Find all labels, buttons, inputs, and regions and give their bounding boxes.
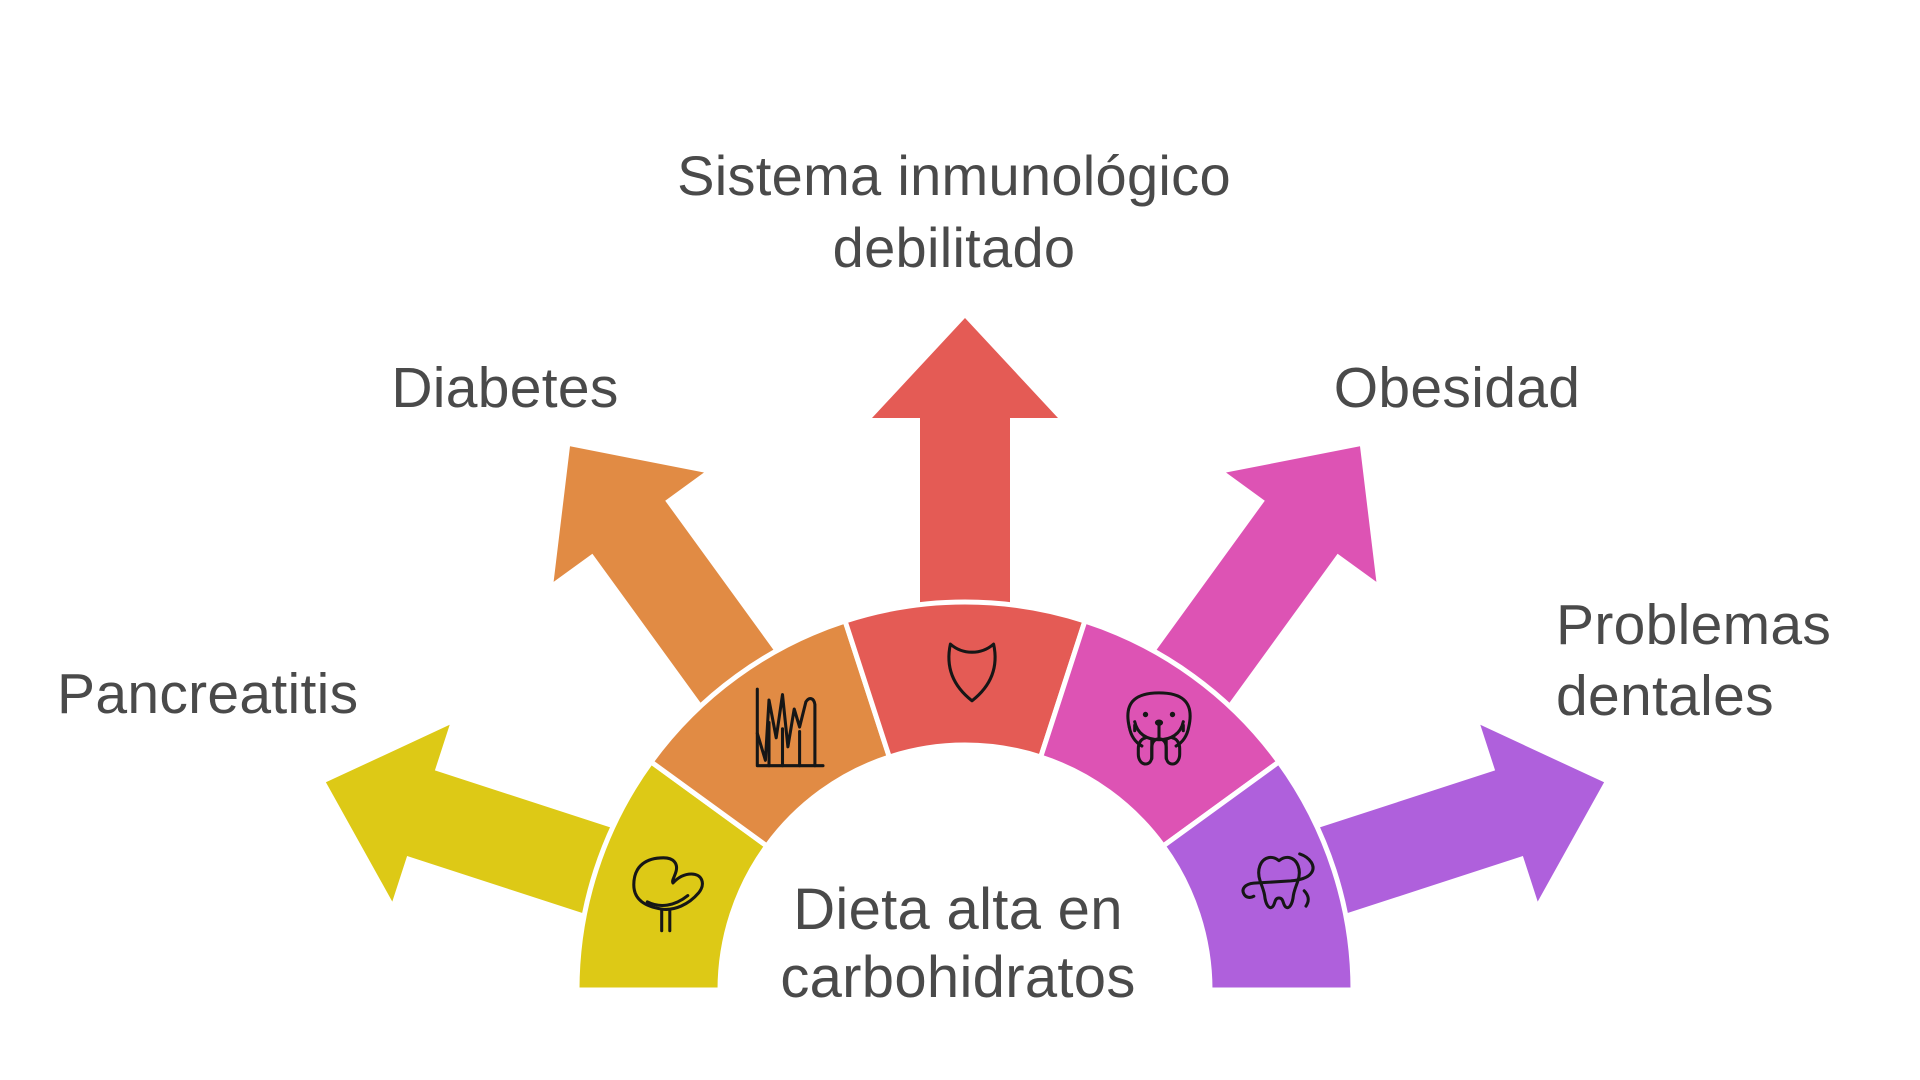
- shield-icon: [947, 642, 997, 703]
- immune-system-arrow: [872, 318, 1058, 610]
- tooth-icon: [1241, 852, 1315, 910]
- liver-icon: [632, 856, 704, 933]
- center-title: Dieta alta en carbohidratos: [780, 877, 1136, 1011]
- dental-problems-arrow: [1312, 724, 1605, 916]
- immune-system-label: Sistema inmunológico debilitado: [677, 144, 1231, 279]
- dental-problems-label: Problemas dentales: [1556, 593, 1832, 729]
- diabetes-arrow: [553, 446, 778, 710]
- pancreatitis-label: Pancreatitis: [57, 662, 359, 726]
- glucose-spike-chart-icon: [755, 687, 825, 768]
- pancreatitis-arrow: [325, 724, 618, 916]
- obesity-label: Obesidad: [1333, 356, 1581, 420]
- immune-system-wedge: [842, 599, 1088, 760]
- pancreatitis-wedge: [574, 759, 770, 993]
- diabetes-label: Diabetes: [391, 356, 619, 420]
- obesity-arrow: [1152, 446, 1377, 710]
- dog-face-icon: [1126, 691, 1192, 766]
